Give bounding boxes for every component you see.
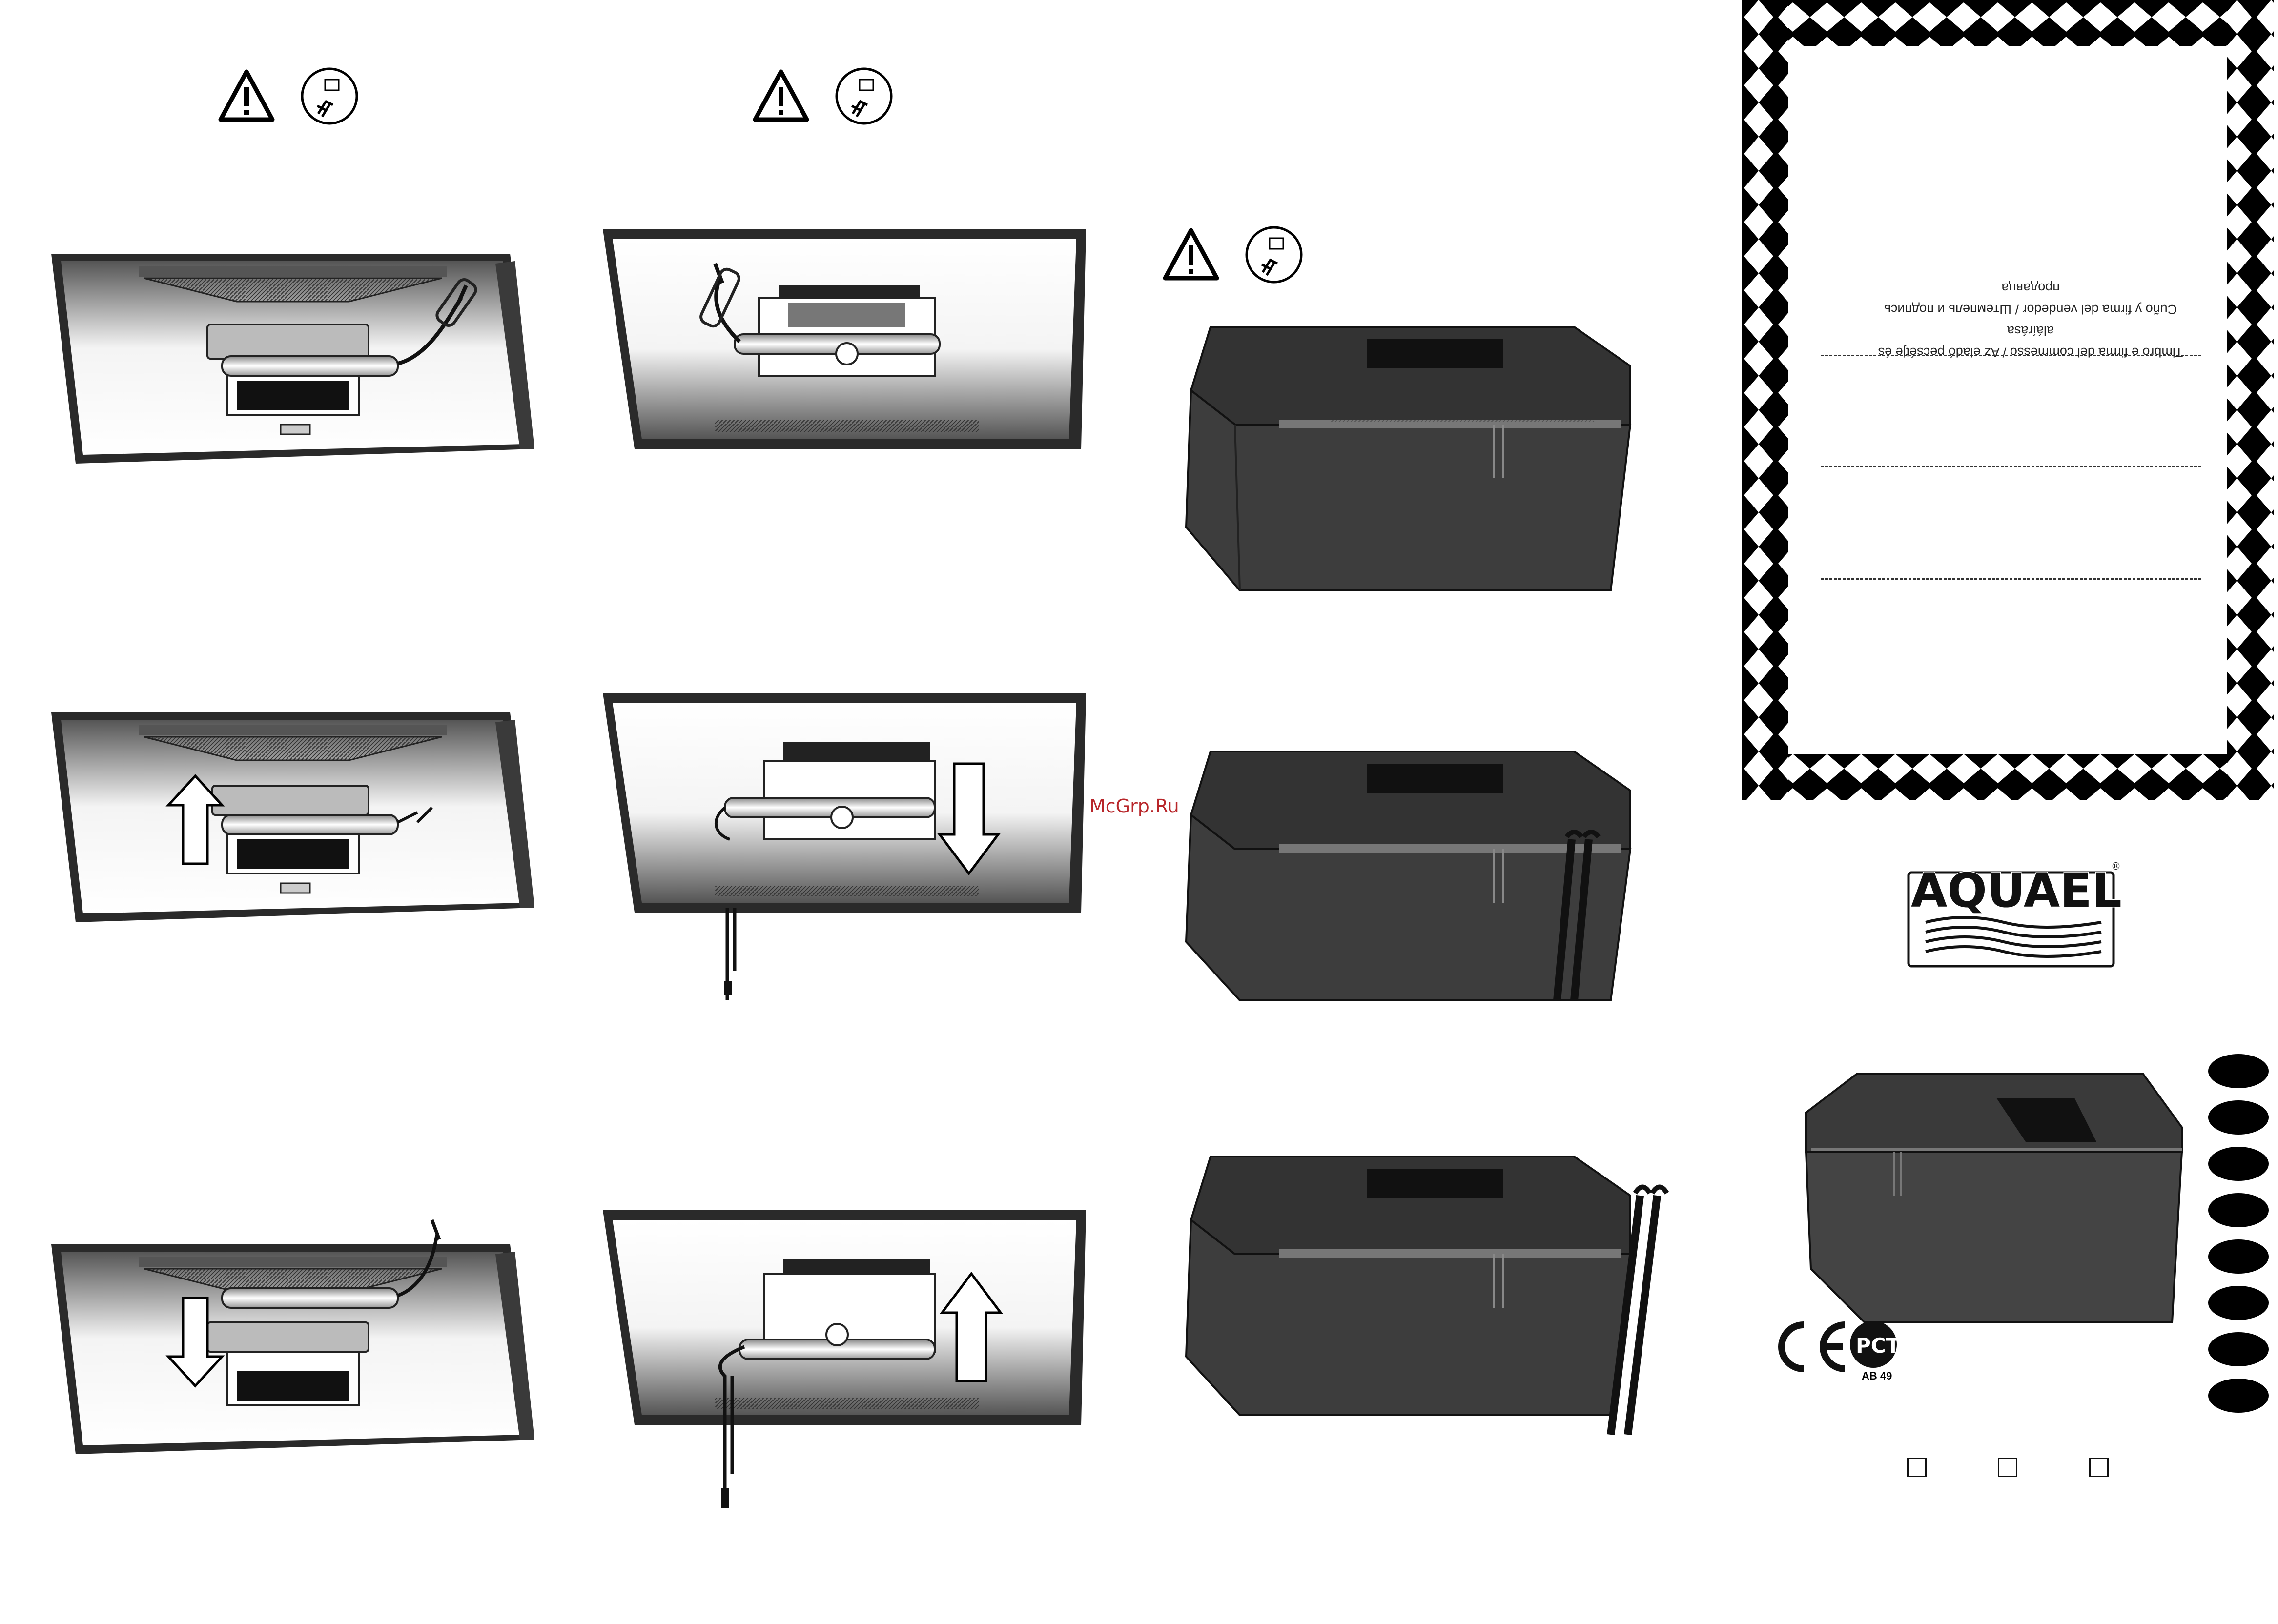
certificate-caption: Timbro e firma del commesso / Az eladó p… bbox=[1860, 277, 2201, 363]
unplug-icon bbox=[302, 69, 357, 123]
language-marker bbox=[2208, 1379, 2269, 1413]
language-marker bbox=[2208, 1054, 2269, 1088]
aquarium-step-1 bbox=[1181, 322, 1640, 595]
lid-step-5 bbox=[598, 688, 1096, 1010]
warning-icon bbox=[1165, 230, 1217, 278]
warning-pair-2 bbox=[749, 66, 896, 127]
signature-line bbox=[1821, 355, 2201, 356]
warning-pair-3 bbox=[1159, 224, 1306, 285]
language-marker bbox=[2208, 1332, 2269, 1366]
language-marker bbox=[2208, 1239, 2269, 1274]
lid-step-1 bbox=[46, 244, 544, 468]
unplug-icon bbox=[1247, 227, 1301, 282]
certificate-caption-line-1: Timbro e firma del commesso / Az eladó p… bbox=[1860, 320, 2201, 363]
language-marker bbox=[2208, 1286, 2269, 1320]
ab-code: AB 49 bbox=[1862, 1370, 1892, 1382]
registered-mark: ® bbox=[2111, 860, 2121, 872]
aquarium-step-2 bbox=[1181, 747, 1640, 1020]
aquael-logo: AQUAEL ® bbox=[1906, 859, 2121, 971]
product-image bbox=[1801, 1069, 2192, 1342]
logo-text: AQUAEL bbox=[1911, 863, 2121, 918]
warning-icon bbox=[755, 72, 807, 120]
checkbox[interactable] bbox=[2089, 1458, 2109, 1477]
signature-line bbox=[1821, 578, 2201, 580]
pct-mark: PCT bbox=[1844, 1318, 1908, 1371]
language-marker bbox=[2208, 1100, 2269, 1135]
checkbox[interactable] bbox=[1907, 1458, 1927, 1477]
language-marker bbox=[2208, 1147, 2269, 1181]
pct-text: PCT bbox=[1856, 1334, 1900, 1358]
watermark: McGrp.Ru bbox=[1089, 795, 1179, 817]
certificate-border bbox=[1742, 0, 2274, 805]
certificate-caption-line-2: Cuño y firma del vendedor / Штемпель и п… bbox=[1860, 277, 2201, 320]
warning-pair-1 bbox=[215, 66, 361, 127]
checkbox[interactable] bbox=[1998, 1458, 2017, 1477]
language-marker bbox=[2208, 1193, 2269, 1227]
aquarium-step-3 bbox=[1181, 1152, 1718, 1454]
lid-step-2 bbox=[46, 703, 544, 927]
warning-icon bbox=[221, 72, 272, 120]
unplug-icon bbox=[837, 69, 891, 123]
lid-step-3 bbox=[46, 1205, 544, 1459]
lid-step-6 bbox=[598, 1200, 1096, 1522]
signature-line bbox=[1821, 466, 2201, 467]
lid-step-4 bbox=[598, 224, 1096, 454]
